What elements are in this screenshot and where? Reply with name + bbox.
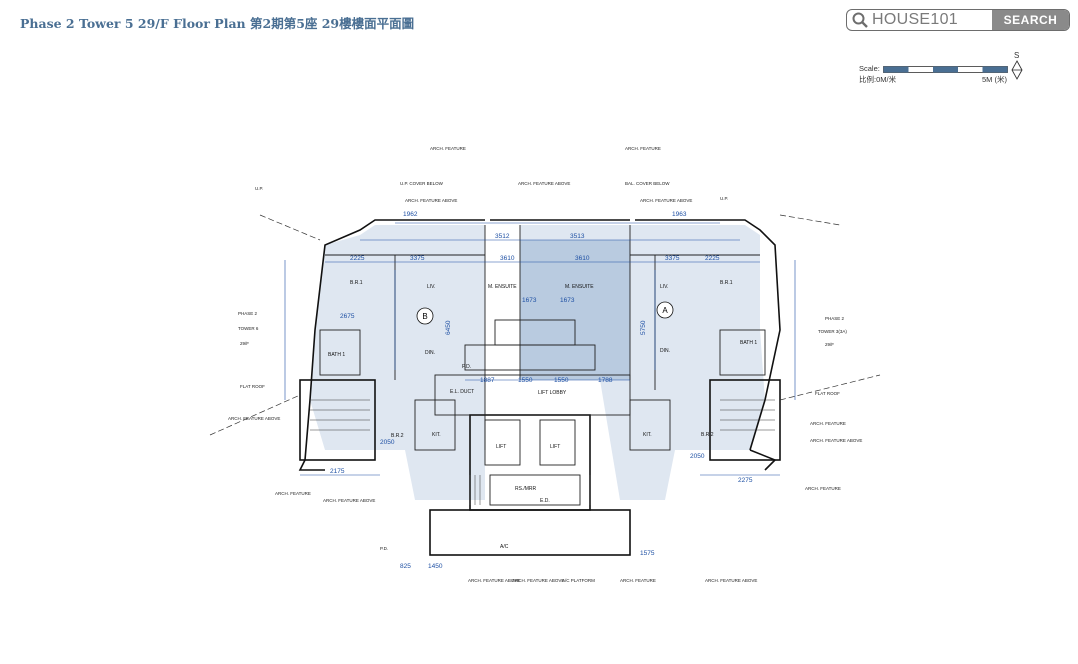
north-arrow-icon: [1011, 60, 1023, 80]
page-title: Phase 2 Tower 5 29/F Floor Plan 第2期第5座 2…: [20, 16, 415, 31]
note-arch-feature-above-top: ARCH. FEATURE ABOVE: [518, 181, 570, 186]
scale-zh-label: 比例:0M/米: [859, 75, 897, 84]
room-br1-b: B.R.1: [350, 280, 363, 286]
dim-1962: 1962: [403, 211, 418, 218]
scale-max-label: 5M (米): [982, 75, 1007, 84]
dimension-lines: [284, 222, 796, 476]
note-arch-feature-above-sw: ARCH. FEATURE ABOVE: [323, 498, 375, 503]
search-box[interactable]: HOUSE101 SEARCH: [846, 9, 1070, 31]
room-din-b: DIN.: [425, 350, 435, 356]
note-flat-roof-right: FLAT ROOF: [815, 391, 840, 396]
note-arch-feature-top-right: ARCH. FEATURE: [625, 146, 661, 151]
note-arch-feature-above-left: ARCH. FEATURE ABOVE: [405, 198, 457, 203]
dim-2675: 2675: [340, 313, 355, 320]
note-flat-roof-left: FLAT ROOF: [240, 384, 265, 389]
note-floor-left: 29/F: [240, 341, 249, 346]
note-upv-cover-below: U.P. COVER BELOW: [400, 181, 444, 186]
scale-label: Scale:: [859, 64, 880, 73]
note-arch-feature-sw: ARCH. FEATURE: [275, 491, 311, 496]
flat-b-marker: [416, 307, 434, 325]
room-lift-1: LIFT: [496, 444, 506, 450]
dim-1575: 1575: [640, 550, 655, 557]
note-phase2-left: PHASE 2: [238, 311, 258, 316]
note-arch-feature-east: ARCH. FEATURE: [810, 421, 846, 426]
room-liv-b: LIV.: [427, 284, 435, 290]
note-tower6: TOWER 6: [238, 326, 259, 331]
note-up-left: U.P.: [255, 186, 263, 191]
room-m-ensuite-b: M. ENSUITE: [488, 284, 517, 290]
stair-treads: [310, 399, 775, 505]
dim-2050-a: 2050: [690, 453, 705, 460]
note-arch-feature-bottom: ARCH. FEATURE: [620, 578, 656, 583]
dim-1450: 1450: [428, 563, 443, 570]
room-br1-a: B.R.1: [720, 280, 733, 286]
dim-1963: 1963: [672, 211, 687, 218]
flat-a-label: A: [662, 306, 668, 315]
dim-1887: 1887: [480, 377, 495, 384]
dim-3375-b: 3375: [410, 255, 425, 262]
room-lift-lobby: LIFT LOBBY: [538, 390, 567, 396]
room-pd: P.D.: [462, 364, 471, 370]
room-bath1-a: BATH 1: [740, 340, 757, 346]
flat-b-area: [310, 225, 485, 500]
room-res-mrr: RS./MRR: [515, 486, 537, 492]
dim-3513: 3513: [570, 233, 585, 240]
room-kit-b: KIT.: [432, 432, 441, 438]
dim-825: 825: [400, 563, 411, 570]
room-ed: E.D.: [540, 498, 550, 504]
site-boundary-lines: [209, 214, 881, 436]
note-arch-feature-above-east: ARCH. FEATURE ABOVE: [810, 438, 862, 443]
note-arch-feature-above-right: ARCH. FEATURE ABOVE: [640, 198, 692, 203]
dim-3610-b: 3610: [500, 255, 515, 262]
note-up-right: U.P.: [720, 196, 728, 201]
note-arch-feature-above-se: ARCH. FEATURE ABOVE: [705, 578, 757, 583]
room-lift-2: LIFT: [550, 444, 560, 450]
note-arch-feature-top-left: ARCH. FEATURE: [430, 146, 466, 151]
scale-ruler: [883, 66, 1008, 73]
note-tower3: TOWER 3(3A): [818, 329, 847, 334]
dim-3512: 3512: [495, 233, 510, 240]
note-arch-feature-above-west: ARCH. FEATURE ABOVE: [228, 416, 280, 421]
dim-2050-b: 2050: [380, 439, 395, 446]
note-floor-right: 29/F: [825, 342, 834, 347]
search-button[interactable]: SEARCH: [992, 10, 1069, 30]
room-ac: A/C: [500, 544, 509, 550]
room-br2-b: B.R.2: [391, 433, 404, 439]
floor-plan: B A 3375 3610 3610 3375 3512 3513 2225 2…: [209, 146, 881, 583]
search-brand-text: HOUSE101: [872, 11, 958, 28]
dim-2275: 2275: [738, 477, 753, 484]
note-pd-bottom: P.D.: [380, 546, 388, 551]
note-arch-feature-se: ARCH. FEATURE: [805, 486, 841, 491]
search-icon: [852, 12, 868, 28]
dim-1673-a: 1673: [560, 297, 575, 304]
dim-3375-a: 3375: [665, 255, 680, 262]
dim-2225-a: 2225: [705, 255, 720, 262]
room-br2-a: B.R.2: [701, 432, 714, 438]
dim-1550-a: 1550: [554, 377, 569, 384]
dim-5750: 5750: [640, 320, 647, 335]
room-bath1-b: BATH 1: [328, 352, 345, 358]
room-el-duct: E.L. DUCT: [450, 389, 474, 395]
room-din-a: DIN.: [660, 348, 670, 354]
note-bal-cover-below: BAL. COVER BELOW: [625, 181, 670, 186]
dim-1673-b: 1673: [522, 297, 537, 304]
dim-2225-b: 2225: [350, 255, 365, 262]
note-ac-platform: A/C PLATFORM: [562, 578, 595, 583]
room-liv-a: LIV.: [660, 284, 668, 290]
room-m-ensuite-a: M. ENSUITE: [565, 284, 594, 290]
note-arch-feature-above-bottom-2: ARCH. FEATURE ABOVE: [512, 578, 564, 583]
note-phase2-right: PHASE 2: [825, 316, 845, 321]
dim-1550-b: 1550: [518, 377, 533, 384]
search-input[interactable]: HOUSE101: [847, 10, 992, 30]
dim-3610-a: 3610: [575, 255, 590, 262]
flat-a-marker: [656, 301, 674, 319]
dim-1788: 1788: [598, 377, 613, 384]
room-kit-a: KIT.: [643, 432, 652, 438]
dim-6450: 6450: [445, 320, 452, 335]
note-arch-feature-above-bottom-1: ARCH. FEATURE ABOVE: [468, 578, 520, 583]
dim-2175: 2175: [330, 468, 345, 475]
north-label: S: [1014, 51, 1020, 60]
flat-b-label: B: [422, 312, 427, 321]
